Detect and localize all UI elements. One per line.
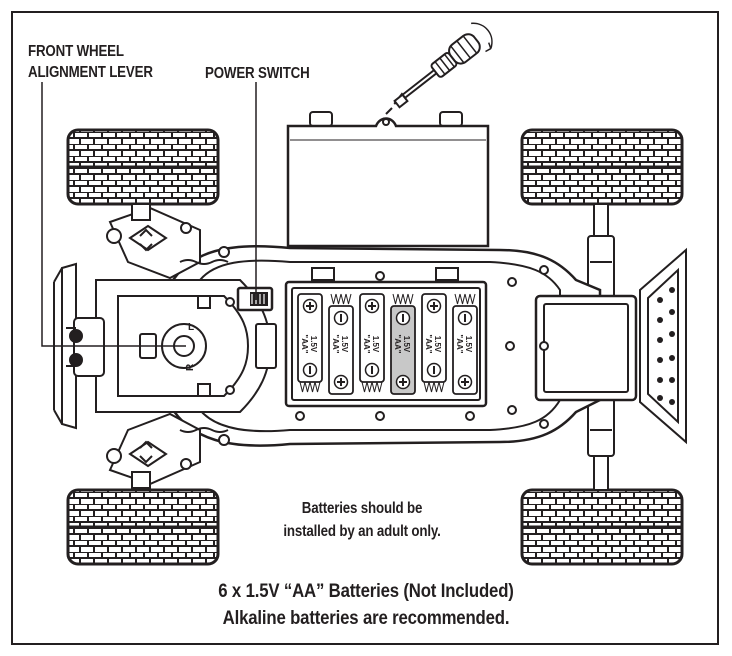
note-line2: installed by an adult only. [283,523,441,540]
battery-label: 1.5V"AA" [362,334,380,353]
battery-slot [452,293,478,395]
battery-slot [390,293,416,395]
battery-label: 1.5V"AA" [393,334,411,353]
note-line1: Batteries should be [301,500,423,517]
battery-slot [359,293,385,393]
battery-label: 1.5V"AA" [331,334,349,353]
front-wheel-leader-line [41,82,186,347]
battery-slot [328,293,354,395]
callout-front-wheel-line2: ALIGNMENT LEVER [28,64,153,81]
front-suspension [106,203,229,489]
battery-slot [297,293,323,393]
battery-slots: 1.5V"AA" 1.5V"AA" 1.5V"AA" 1.5V"AA" 1.5V"AA"… [297,293,478,395]
callout-front-wheel-alignment-lever: FRONT WHEEL ALIGNMENT LEVER [28,41,153,83]
wheel-rear-right [520,488,684,566]
wheel-front-right [66,488,220,566]
battery-cover[interactable] [286,111,490,248]
battery-label: 1.5V"AA" [455,334,473,353]
rear-bumper [639,247,687,445]
dial-right-letter: R [185,363,196,371]
battery-label: 1.5V"AA" [424,334,442,353]
wheel-front-left [66,128,220,206]
battery-label: 1.5V"AA" [300,334,318,353]
dial-left-letter: L [188,322,194,333]
callout-front-wheel-line1: FRONT WHEEL [28,43,124,60]
screw-icon [385,93,409,115]
callout-leaders [41,82,257,347]
screwdriver-icon [393,22,493,105]
battery-slot [421,293,447,393]
callout-power-switch: POWER SWITCH [205,65,310,82]
battery-requirement-footer: 6 x 1.5V “AA” Batteries (Not Included) A… [168,578,564,632]
adult-install-note: Batteries should be installed by an adul… [250,497,474,543]
wheel-rear-left [520,128,684,206]
power-switch[interactable] [236,286,274,312]
footer-line2: Alkaline batteries are recommended. [222,607,510,629]
footer-line1: 6 x 1.5V “AA” Batteries (Not Included) [218,580,514,602]
